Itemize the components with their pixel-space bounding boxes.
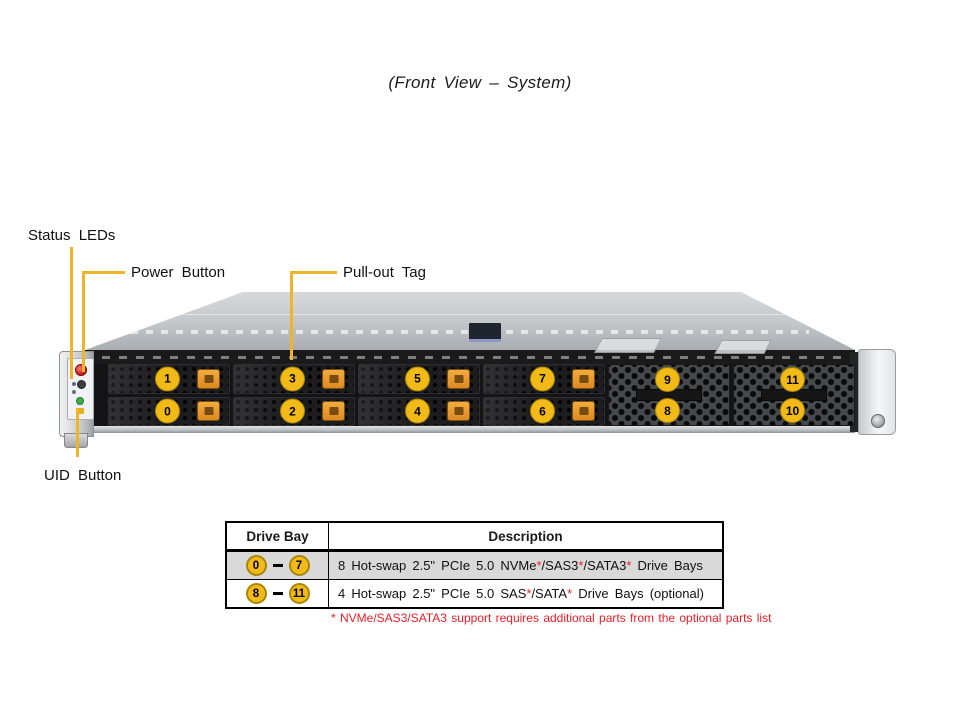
power-button-callout-line-v [82, 271, 85, 372]
power-button-callout-line-h [82, 271, 125, 274]
bay-range-to-badge: 11 [288, 583, 310, 604]
bay-number-badge: 6 [530, 398, 555, 424]
drive-tray: 5 [358, 364, 480, 394]
status-led-icon [72, 390, 76, 394]
range-dash-icon [272, 592, 283, 595]
drive-latch-icon [197, 401, 220, 422]
control-panel [67, 358, 94, 420]
bay-number-badge: 11 [780, 367, 805, 392]
footnote-asterisk: * [626, 558, 632, 573]
drive-latch-icon [322, 368, 345, 389]
bay-range-from-badge: 8 [245, 583, 267, 604]
chassis-badge [469, 323, 501, 342]
bay-range-from-badge: 0 [245, 555, 267, 576]
pullout-tag-callout-line-v [290, 271, 293, 360]
drive-tray: 4 [358, 396, 480, 426]
uid-button-callout-line [76, 408, 79, 457]
description-text: Drive Bays (optional) [572, 586, 704, 601]
bay-number-badge: 10 [780, 398, 805, 423]
drive-bay-header: Drive Bay [225, 521, 329, 552]
bay-number-badge: 3 [280, 366, 305, 392]
drive-latch-icon [322, 401, 345, 422]
pull-out-tag-strip [85, 350, 855, 364]
description-text: /SATA3 [583, 558, 627, 573]
drive-tray: 1 [108, 364, 230, 394]
drive-tray: 3 [233, 364, 355, 394]
range-dash-icon [272, 564, 283, 567]
description-text: /SAS3 [541, 558, 579, 573]
front-label-sticker [594, 338, 662, 353]
drive-latch-icon [447, 401, 470, 422]
status-leds-callout-line [70, 247, 73, 379]
bay-number-badge: 1 [155, 366, 180, 392]
bay-number-badge: 8 [655, 398, 680, 423]
power-button-label: Power Button [131, 264, 226, 281]
drive-latch-icon [572, 368, 595, 389]
drive-tray: 2 [233, 396, 355, 426]
pullout-tag-label: Pull-out Tag [343, 264, 426, 281]
uid-pointer-nub [77, 408, 84, 414]
drive-latch-icon [447, 368, 470, 389]
power-button-icon [75, 364, 87, 376]
chassis-top-seam [146, 314, 794, 315]
description-cell: 4 Hot-swap 2.5" PCIe 5.0 SAS*/SATA* Driv… [328, 579, 724, 609]
status-led-icon [72, 382, 76, 386]
front-label-sticker [714, 340, 772, 354]
bay-number-badge: 7 [530, 366, 555, 392]
footnote-asterisk: * [567, 586, 573, 601]
bay-range: 8 11 [228, 583, 327, 604]
footnote: * NVMe/SAS3/SATA3 support requires addit… [331, 611, 772, 625]
description-cell: 8 Hot-swap 2.5" PCIe 5.0 NVMe*/SAS3*/SAT… [328, 550, 724, 580]
uid-button-label: UID Button [44, 467, 122, 484]
table-header-row: Drive Bay Description [225, 521, 724, 552]
drive-latch-icon [572, 401, 595, 422]
uid-button-icon [77, 380, 86, 389]
figure-title: (Front View – System) [388, 73, 572, 92]
footnote-asterisk: * [526, 586, 532, 601]
bay-range-to-badge: 7 [288, 555, 310, 576]
description-text: Drive Bays [631, 558, 703, 573]
footnote-asterisk: * [536, 558, 542, 573]
pullout-tag-callout-line-h [290, 271, 337, 274]
drive-tray: 6 [483, 396, 605, 426]
power-led-icon [76, 397, 84, 405]
bay-number-badge: 4 [405, 398, 430, 424]
description-header: Description [328, 521, 724, 552]
bay-number-badge: 0 [155, 398, 180, 424]
description-text: 4 Hot-swap 2.5" PCIe 5.0 SAS [338, 586, 527, 601]
bay-range-cell: 8 11 [225, 579, 329, 609]
drive-tray: 0 [108, 396, 230, 426]
description-text: 8 Hot-swap 2.5" PCIe 5.0 NVMe [338, 558, 537, 573]
chassis-bottom-rail [85, 426, 855, 433]
footnote-asterisk: * [578, 558, 584, 573]
drive-latch-icon [197, 368, 220, 389]
bay-number-badge: 9 [655, 367, 680, 392]
bay-number-badge: 2 [280, 398, 305, 424]
description-text: /SATA [531, 586, 568, 601]
bay-number-badge: 5 [405, 366, 430, 392]
ear-screw-icon [871, 414, 885, 428]
status-leds-label: Status LEDs [28, 227, 116, 244]
drive-tray: 7 [483, 364, 605, 394]
